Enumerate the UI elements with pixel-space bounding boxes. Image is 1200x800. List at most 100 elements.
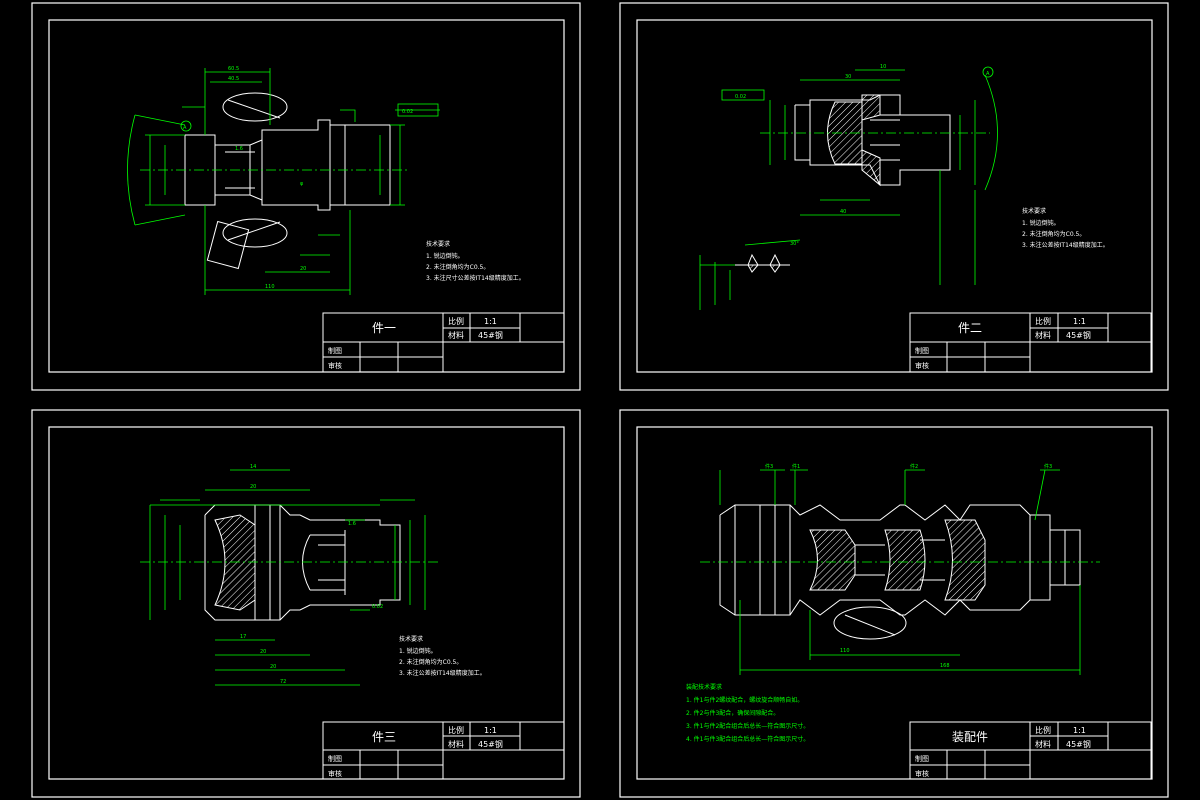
material-label: 材料 xyxy=(1035,739,1051,749)
part-1-drawing xyxy=(140,92,410,270)
sheet-1: 60.5 40.5 110 20 1.6 φ 0.02 A 技术要求 1. 锐边… xyxy=(31,2,581,391)
sheet-1-outer-border xyxy=(31,2,581,391)
svg-text:A: A xyxy=(986,71,990,77)
part-3-dim-labels: 14 20 17 20 20 72 1.6 0.02 xyxy=(240,464,383,685)
drawn-label: 制图 xyxy=(328,754,342,763)
assembly-balloons: 件3 件1 件2 件3 110 168 xyxy=(765,463,1052,669)
part-name: 件二 xyxy=(958,321,982,335)
tech-note-4: 4. 件1与件3配合组合后总长—符合图示尺寸。 xyxy=(686,735,809,743)
svg-text:110: 110 xyxy=(265,284,275,290)
sheet-2-outer-border xyxy=(619,2,1169,391)
tech-notes-title: 技术要求 xyxy=(426,240,450,248)
svg-text:A: A xyxy=(183,125,187,131)
drawn-label: 制图 xyxy=(915,346,929,355)
svg-text:72: 72 xyxy=(280,679,286,685)
tech-note-2: 2. 件2与件3配合，确保间隙配合。 xyxy=(686,709,779,717)
tech-note-1: 1. 锐边倒钝。 xyxy=(1022,219,1060,227)
tech-note-3: 3. 件1与件2配合组合后总长—符合图示尺寸。 xyxy=(686,722,809,730)
tech-note-2: 2. 未注倒角均为C0.5。 xyxy=(399,658,462,666)
part-1-dim-labels: 60.5 40.5 110 20 1.6 φ 0.02 A xyxy=(183,66,413,290)
sheet-4: 件3 件1 件2 件3 110 168 装配技术要求 1. 件1与件2螺纹配合，… xyxy=(619,409,1169,798)
tech-note-2: 2. 未注倒角均为C0.5。 xyxy=(1022,230,1085,238)
part-3-drawing xyxy=(140,504,440,621)
part-2-dim-labels: 30 10 0.02 A 40 30° xyxy=(735,64,990,247)
scale-label: 比例 xyxy=(1035,316,1051,326)
svg-text:20: 20 xyxy=(250,484,256,490)
tech-notes-title: 装配技术要求 xyxy=(686,683,722,691)
svg-text:40: 40 xyxy=(840,209,846,215)
material-value: 45#钢 xyxy=(478,330,503,340)
scale-label: 比例 xyxy=(448,316,464,326)
part-name: 装配件 xyxy=(952,730,988,744)
scale-label: 比例 xyxy=(1035,725,1051,735)
tech-note-3: 3. 未注公差按IT14级精度加工。 xyxy=(1022,241,1109,249)
balloon-part-2: 件2 xyxy=(910,463,918,470)
tech-note-1: 1. 件1与件2螺纹配合，螺纹旋合顺畅自如。 xyxy=(686,696,803,704)
assembly-drawing xyxy=(700,504,1100,640)
material-value: 45#钢 xyxy=(1066,330,1091,340)
svg-text:110: 110 xyxy=(840,648,850,654)
tech-note-3: 3. 未注公差按IT14级精度加工。 xyxy=(399,669,486,677)
part-1-tech-notes: 技术要求 1. 锐边倒钝。 2. 未注倒角均为C0.5。 3. 未注尺寸公差按I… xyxy=(426,240,525,282)
svg-text:20: 20 xyxy=(260,649,266,655)
sheet-2-inner-border xyxy=(636,19,1153,373)
svg-text:30: 30 xyxy=(845,74,851,80)
sheet-4-inner-border xyxy=(636,426,1153,780)
material-value: 45#钢 xyxy=(478,739,503,749)
material-value: 45#钢 xyxy=(1066,739,1091,749)
svg-text:30°: 30° xyxy=(790,241,799,247)
svg-text:0.02: 0.02 xyxy=(372,604,383,610)
scale-value: 1:1 xyxy=(1073,317,1086,326)
part-2-dimensions xyxy=(699,66,998,310)
part-3-dimensions xyxy=(149,469,426,686)
svg-text:1.6: 1.6 xyxy=(235,146,243,152)
sheet-3-inner-border xyxy=(48,426,565,780)
sheet-1-inner-border xyxy=(48,19,565,373)
sheet-2-title-block: 件二 比例 1:1 材料 45#钢 制图 审核 xyxy=(909,312,1152,373)
svg-text:φ: φ xyxy=(300,181,304,187)
assembly-dimensions xyxy=(719,469,1081,675)
assembly-tech-notes: 装配技术要求 1. 件1与件2螺纹配合，螺纹旋合顺畅自如。 2. 件2与件3配合… xyxy=(686,683,809,743)
checked-label: 审核 xyxy=(328,769,342,778)
svg-text:20: 20 xyxy=(270,664,276,670)
tech-note-3: 3. 未注尺寸公差按IT14级精度加工。 xyxy=(426,274,525,282)
tech-note-1: 1. 锐边倒钝。 xyxy=(426,252,464,260)
material-label: 材料 xyxy=(1035,330,1051,340)
checked-label: 审核 xyxy=(915,361,929,370)
part-1-dimensions xyxy=(127,68,440,295)
part-name: 件三 xyxy=(372,730,396,744)
svg-text:14: 14 xyxy=(250,464,256,470)
svg-text:10: 10 xyxy=(880,64,886,70)
scale-value: 1:1 xyxy=(484,726,497,735)
material-label: 材料 xyxy=(448,330,464,340)
part-2-drawing xyxy=(735,94,990,273)
sheet-3-title-block: 件三 比例 1:1 材料 45#钢 制图 审核 xyxy=(322,721,565,780)
balloon-part-3-left: 件3 xyxy=(765,463,773,470)
scale-value: 1:1 xyxy=(484,317,497,326)
part-name: 件一 xyxy=(372,321,396,335)
scale-value: 1:1 xyxy=(1073,726,1086,735)
sheet-3: 14 20 17 20 20 72 1.6 0.02 技术要求 1. 锐边倒钝。… xyxy=(31,409,581,798)
sheet-2: 30 10 0.02 A 40 30° 技术要求 1. 锐边倒钝。 2. 未注倒… xyxy=(619,2,1169,391)
balloon-part-3-right: 件3 xyxy=(1044,463,1052,470)
svg-text:168: 168 xyxy=(940,663,950,669)
sheet-4-title-block: 装配件 比例 1:1 材料 45#钢 制图 审核 xyxy=(909,721,1152,780)
svg-text:40.5: 40.5 xyxy=(228,76,239,82)
svg-text:0.02: 0.02 xyxy=(735,94,746,100)
sheet-4-outer-border xyxy=(619,409,1169,798)
tech-note-1: 1. 锐边倒钝。 xyxy=(399,647,437,655)
tech-notes-title: 技术要求 xyxy=(1022,207,1046,215)
part-2-tech-notes: 技术要求 1. 锐边倒钝。 2. 未注倒角均为C0.5。 3. 未注公差按IT1… xyxy=(1022,207,1109,249)
tech-notes-title: 技术要求 xyxy=(399,635,423,643)
svg-text:1.6: 1.6 xyxy=(348,521,356,527)
sheet-3-outer-border xyxy=(31,409,581,798)
drawn-label: 制图 xyxy=(328,346,342,355)
svg-text:0.02: 0.02 xyxy=(402,109,413,115)
svg-text:60.5: 60.5 xyxy=(228,66,239,72)
svg-text:20: 20 xyxy=(300,266,306,272)
checked-label: 审核 xyxy=(915,769,929,778)
checked-label: 审核 xyxy=(328,361,342,370)
tech-note-2: 2. 未注倒角均为C0.5。 xyxy=(426,263,489,271)
drawn-label: 制图 xyxy=(915,754,929,763)
